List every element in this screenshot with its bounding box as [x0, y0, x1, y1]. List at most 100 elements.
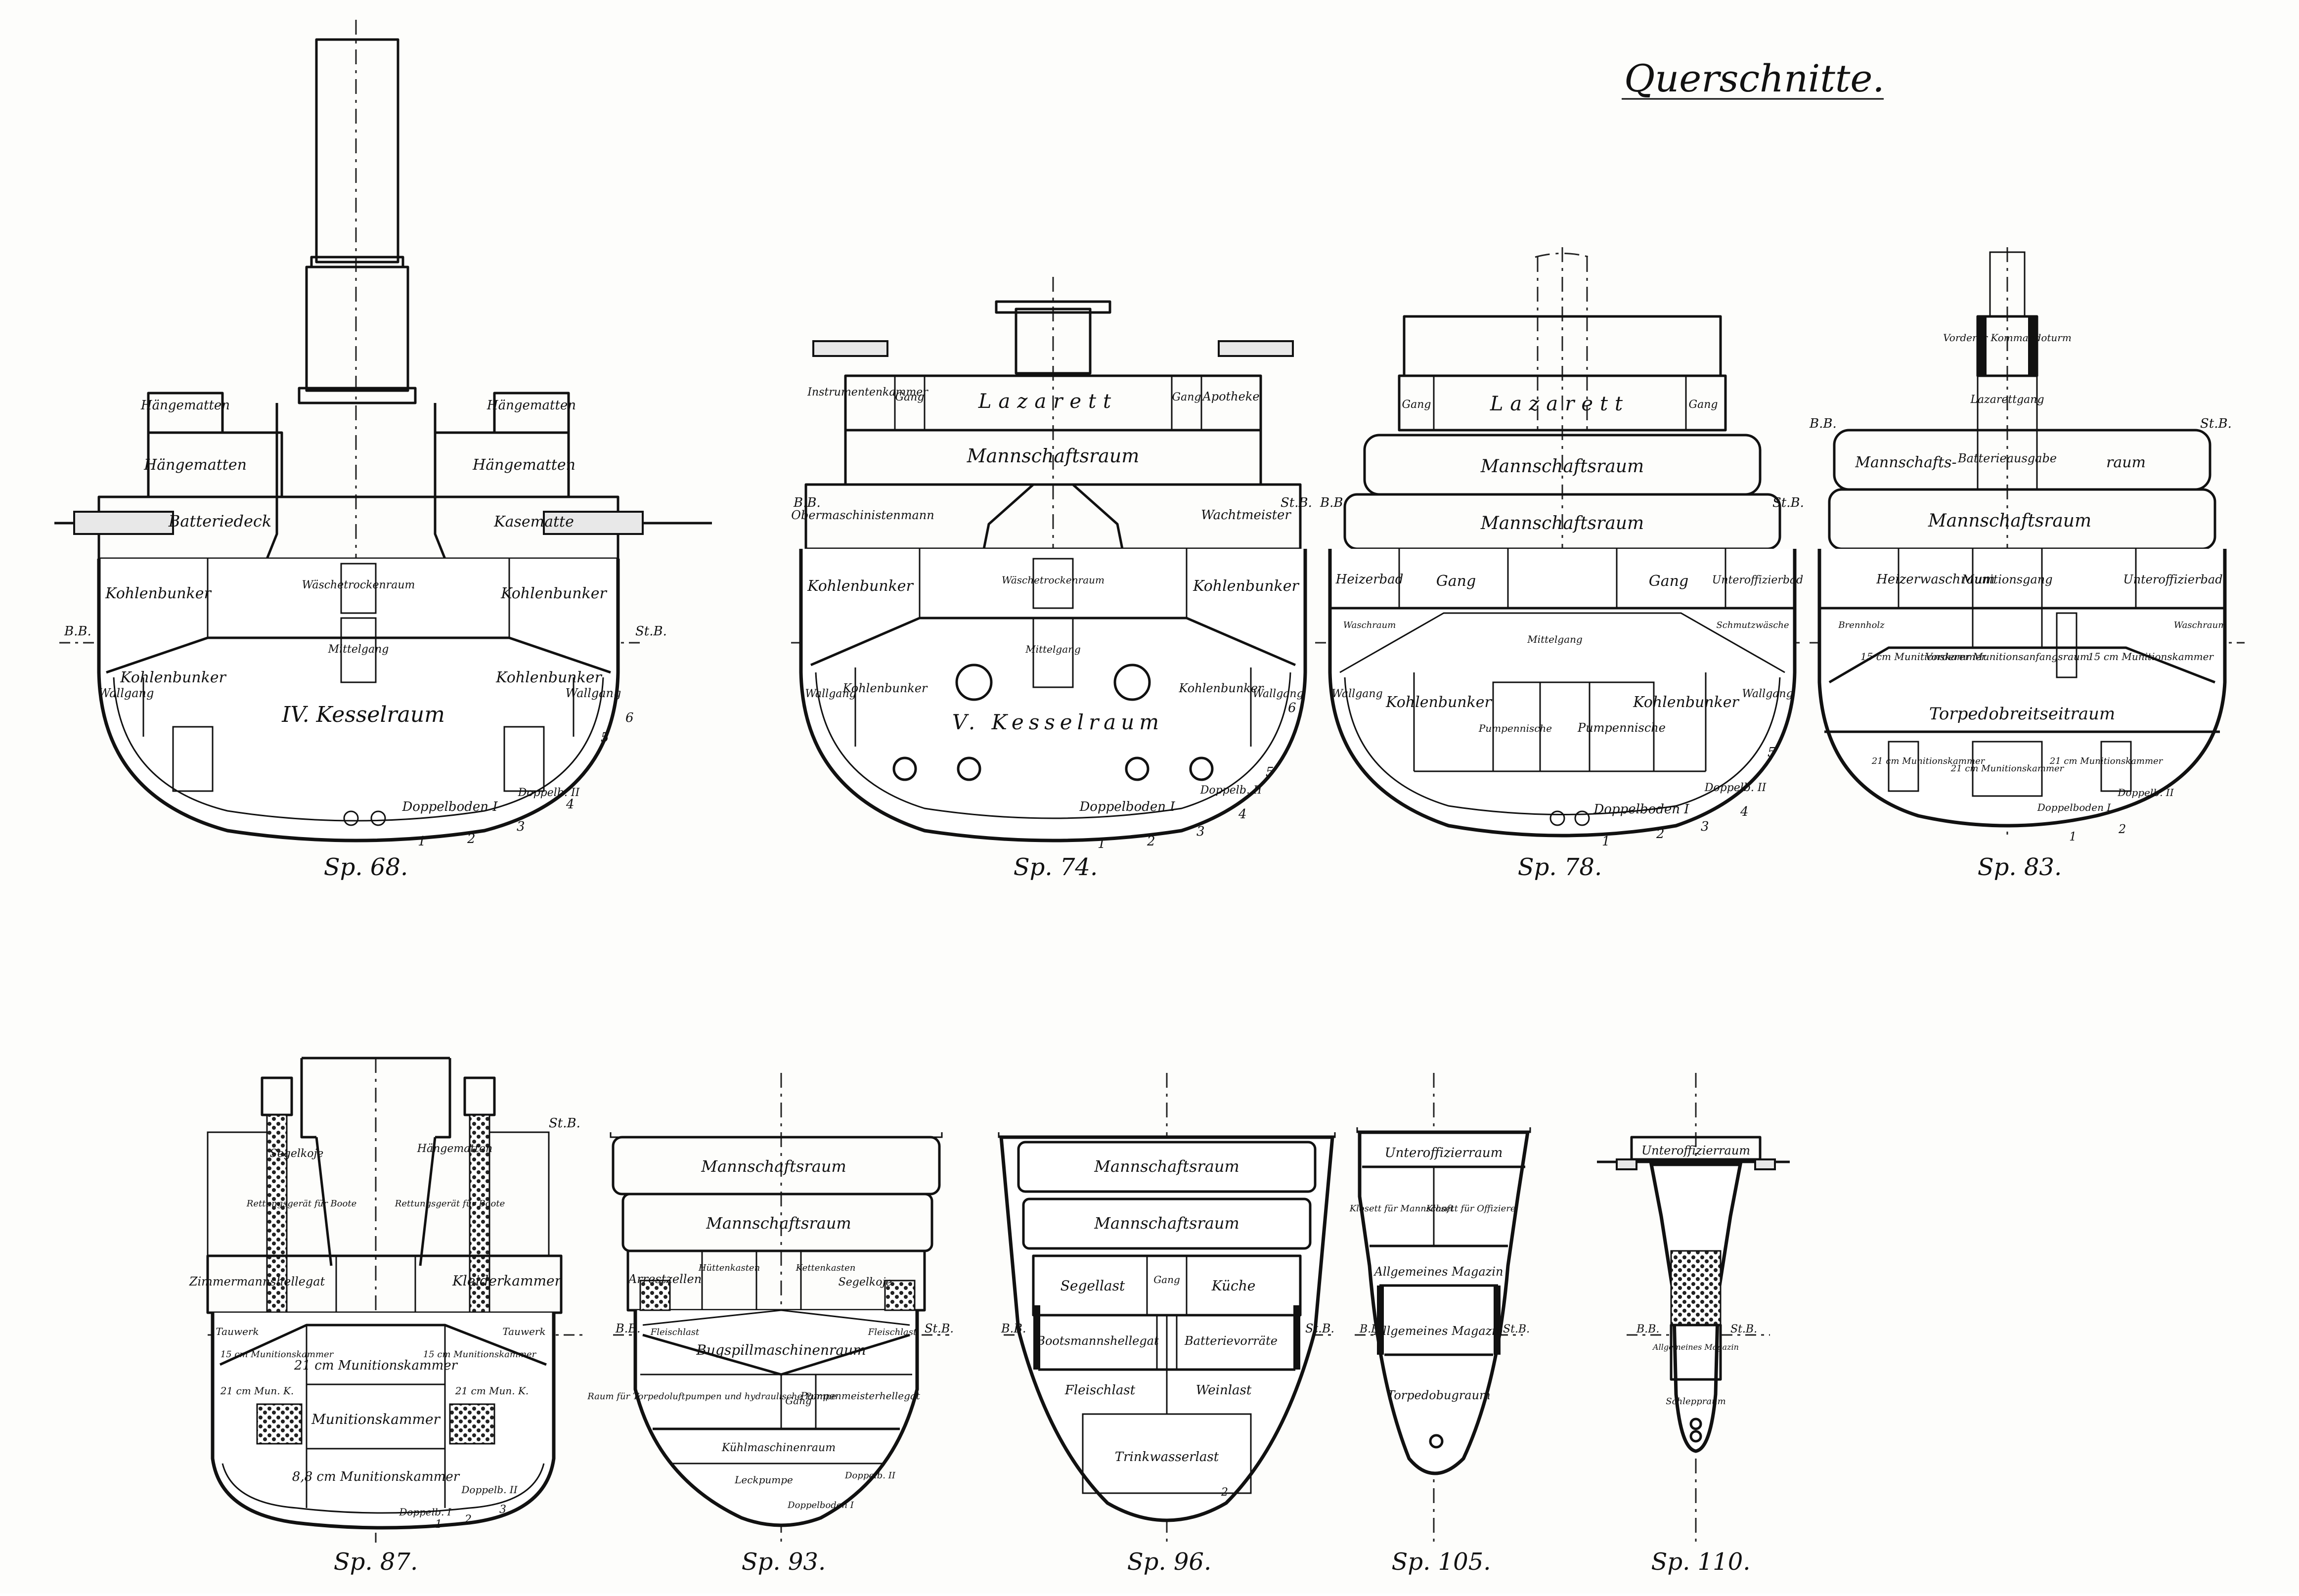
- funnel-ghost: [1535, 253, 1590, 435]
- funnel-collar: [298, 387, 417, 404]
- label-wallgang: Wallgang: [1331, 688, 1382, 700]
- mittelgang-shaft: [340, 563, 377, 614]
- label-raum: raum: [2106, 454, 2146, 471]
- ventilator-head: [300, 1057, 451, 1139]
- label-schleppraum: Schleppraum: [1666, 1396, 1725, 1407]
- label-munitionskammer: 21 cm Mun. K.: [455, 1385, 529, 1397]
- mark-stb: St.B.: [1305, 1322, 1334, 1335]
- label-doppelboden: Doppelboden I: [1079, 799, 1175, 814]
- boiler-foundation-r: [503, 726, 545, 792]
- mark-bb: B.B.: [1636, 1323, 1659, 1335]
- label-waschraum: Waschraum: [2174, 620, 2227, 630]
- label-fleischlast: Fleischlast: [1064, 1383, 1136, 1398]
- label-fleischlast: Fleischlast: [868, 1327, 917, 1337]
- label-allgemeines-magazin: Allgemeines Magazin: [1652, 1342, 1739, 1352]
- deck-mannschaft-2: [1022, 1197, 1312, 1250]
- label-mannschaftsraum: Mannschaftsraum: [1928, 511, 2091, 531]
- uptake-hood: [982, 483, 1124, 549]
- coal-block: [1670, 1250, 1722, 1326]
- mark-stb: St.B.: [925, 1322, 954, 1335]
- hull-outline: [1328, 549, 1797, 838]
- armor-belt-l: [1033, 1305, 1040, 1370]
- label-pumpenmeister: Pumpenmeisterhellegat: [800, 1390, 921, 1402]
- svg-text:4: 4: [566, 797, 575, 812]
- label-haengematten: Hängematten: [143, 456, 247, 474]
- funnel-stub: [1015, 308, 1092, 375]
- label-doppelboden: Doppelboden I: [1593, 802, 1689, 817]
- section-sp96: Mannschaftsraum Mannschaftsraum Segellas…: [998, 1073, 1336, 1576]
- label-instrumente: Instrumentenkammer: [807, 386, 928, 399]
- svg-text:1: 1: [418, 834, 426, 849]
- label-gang: Gang: [785, 1395, 812, 1407]
- mark-bb: B.B.: [1001, 1322, 1026, 1335]
- mark-bb: B.B.: [1320, 495, 1347, 510]
- label-mannschaftsraum: Mannschaftsraum: [706, 1214, 851, 1233]
- uptake: [315, 1137, 437, 1266]
- label-batterieausgabe: Batterieausgabe: [1957, 451, 2057, 465]
- label-doppelboden: Doppelb. II: [1200, 784, 1263, 797]
- label-kohlenbunker: Kohlenbunker: [1633, 694, 1739, 711]
- svg-text:3: 3: [499, 1504, 506, 1516]
- label-torpedobugraum: Torpedobugraum: [1387, 1388, 1491, 1402]
- label-segelkoje: Segelkoje: [270, 1148, 324, 1160]
- label-rettungsgeraet: Rettungsgerät für Boote: [395, 1198, 505, 1209]
- label-wallgang: Wallgang: [1742, 688, 1793, 700]
- label-gang: Gang: [895, 391, 925, 403]
- svg-text:4: 4: [1238, 807, 1247, 822]
- label-mannschaftsraum: Mannschaftsraum: [1094, 1157, 1239, 1176]
- label-munitionskammer: 21 cm Munitionskammer: [2049, 756, 2164, 766]
- svg-text:3: 3: [517, 819, 525, 834]
- label-mittelgang: Mittelgang: [328, 643, 389, 656]
- label-kueche: Küche: [1211, 1278, 1256, 1294]
- mark-bb: B.B.: [64, 624, 91, 639]
- label-lazarettgang: Lazarettgang: [1970, 394, 2044, 406]
- label-doppelboden: Doppelboden I: [787, 1500, 854, 1510]
- label-kohlenbunker: Kohlenbunker: [1178, 681, 1264, 695]
- section-caption: Sp. 96.: [1127, 1548, 1211, 1576]
- label-kommandoturm: Vorderer Kommandoturm: [1943, 332, 2072, 344]
- label-doppelboden: Doppelb. II: [844, 1470, 896, 1481]
- svg-text:4: 4: [1740, 804, 1749, 819]
- hull-outline: [211, 1313, 556, 1530]
- sheet-title: Querschnitte.: [1624, 56, 1885, 100]
- label-gang: Gang: [1402, 399, 1431, 411]
- section-caption: Sp. 105.: [1392, 1548, 1491, 1576]
- svg-text:2: 2: [1147, 834, 1155, 849]
- section-caption: Sp. 93.: [742, 1548, 826, 1576]
- label-gang: Gang: [1649, 573, 1688, 590]
- label-kohlenbunker: Kohlenbunker: [807, 577, 914, 595]
- section-caption: Sp. 78.: [1518, 853, 1602, 881]
- mark-bb: B.B.: [1359, 1323, 1382, 1335]
- label-pumpennische: Pumpennische: [1478, 722, 1552, 734]
- label-gang: Gang: [1436, 573, 1476, 590]
- section-sp87: Segelkoje Hängematten Rettungsgerät für …: [189, 1057, 583, 1576]
- mark-stb: St.B.: [635, 624, 667, 639]
- label-unteroffizierbad: Unteroffizierbad: [1712, 574, 1803, 586]
- svg-text:5: 5: [1768, 745, 1776, 760]
- section-sp74: Instrumentenkammer Gang Lazarett Gang Ap…: [791, 277, 1312, 881]
- mark-stb: St.B.: [1772, 495, 1804, 510]
- label-mannschaftsraum: Mannschaftsraum: [967, 445, 1140, 467]
- label-bugspill: Bugspillmaschinenraum: [696, 1342, 866, 1358]
- label-munitionskammer: 21 cm Munitionskammer: [1871, 756, 1986, 766]
- mark-bb: B.B.: [615, 1322, 641, 1335]
- label-mittelgang: Mittelgang: [1527, 633, 1583, 645]
- svg-text:1: 1: [435, 1518, 442, 1531]
- label-rettungsgeraet: Rettungsgerät für Boote: [246, 1198, 356, 1209]
- funnel-lower: [305, 266, 409, 392]
- label-mannschafts: Mannschafts-: [1855, 454, 1956, 471]
- label-lazarett: Lazarett: [978, 390, 1118, 413]
- section-caption: Sp. 68.: [324, 853, 408, 881]
- hull-outline: [799, 549, 1307, 842]
- label-kohlenbunker: Kohlenbunker: [105, 585, 212, 602]
- label-waesche: Wäschetrockenraum: [302, 579, 415, 591]
- label-torpedobreitseitraum: Torpedobreitseitraum: [1929, 704, 2115, 724]
- label-wallgang: Wallgang: [98, 686, 154, 700]
- deck-gun-r: [1218, 340, 1294, 357]
- svg-text:5: 5: [1266, 765, 1274, 780]
- svg-text:3: 3: [1196, 824, 1205, 839]
- boiler-foundation-l: [172, 726, 214, 792]
- label-heizerbad: Heizerbad: [1335, 572, 1404, 587]
- hull-outline: [97, 559, 620, 842]
